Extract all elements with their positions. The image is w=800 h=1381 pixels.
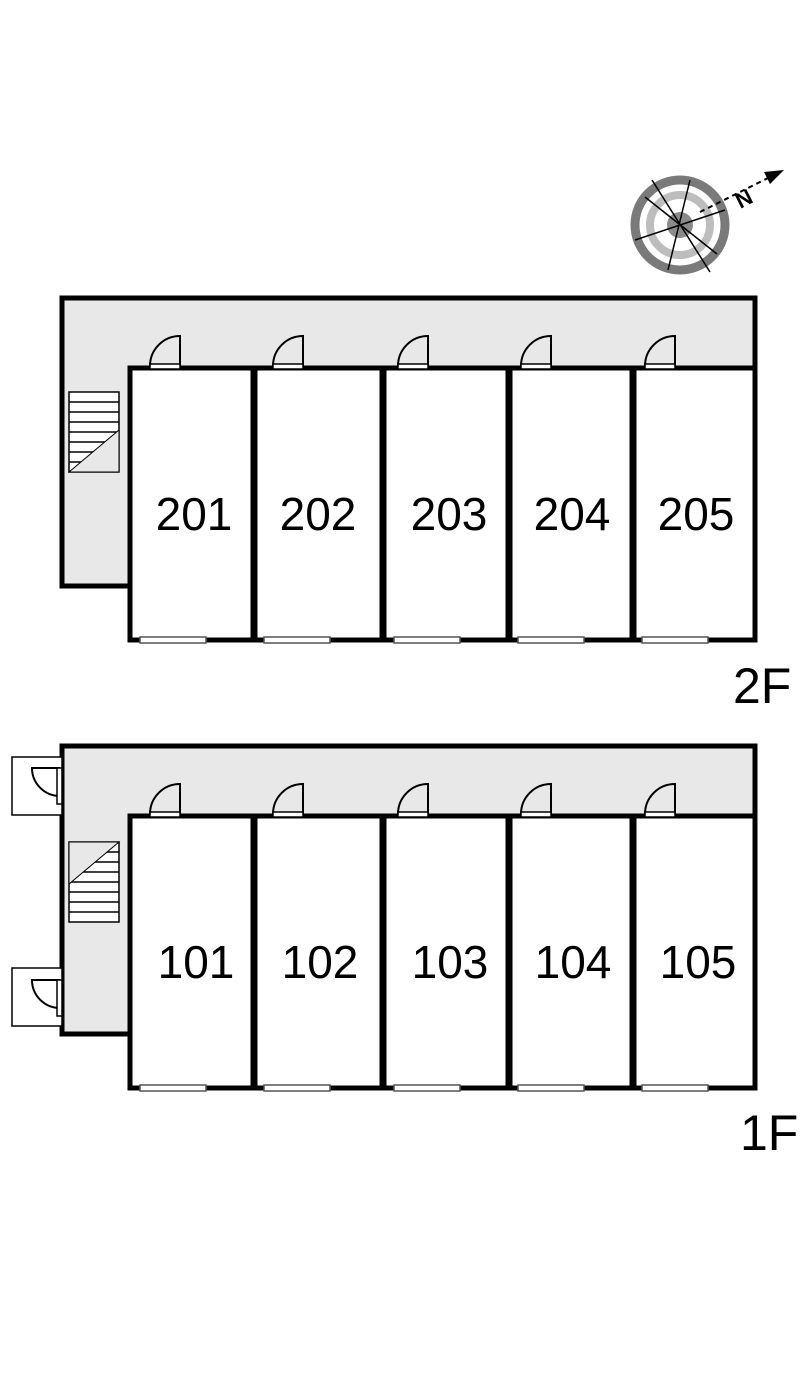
door-icon (272, 782, 304, 818)
unit-entry-doors-2f (149, 334, 676, 370)
unit-102: 102 (252, 813, 385, 1091)
unit-201: 201 (127, 365, 256, 643)
floor-1f-plan: 101 102 103 104 105 (11, 743, 798, 1161)
unit-105: 105 (631, 813, 758, 1091)
unit-entry-doors-1f (149, 782, 676, 818)
door-icon (520, 334, 552, 370)
unit-label: 202 (280, 488, 357, 540)
unit-label: 201 (156, 488, 233, 540)
stairs-1f (68, 841, 121, 923)
unit-label: 105 (660, 936, 737, 988)
floor-label-2f: 2F (733, 658, 791, 714)
unit-204: 204 (507, 365, 635, 643)
door-icon (272, 334, 304, 370)
unit-104: 104 (507, 813, 635, 1091)
compass-north-label: N (731, 184, 757, 213)
door-icon (397, 334, 429, 370)
unit-101: 101 (127, 813, 256, 1091)
unit-103: 103 (381, 813, 511, 1091)
unit-202: 202 (252, 365, 385, 643)
floor-label-1f: 1F (740, 1105, 798, 1161)
unit-label: 101 (158, 936, 235, 988)
side-entrance-door-bottom (11, 967, 63, 1027)
door-icon (149, 782, 181, 818)
unit-label: 203 (411, 488, 488, 540)
north-compass-icon: N (630, 170, 784, 275)
unit-label: 204 (534, 488, 611, 540)
unit-label: 104 (535, 936, 612, 988)
unit-205: 205 (631, 365, 758, 643)
stairs-2f (67, 391, 120, 473)
floor-2f-plan: 201 202 203 204 205 (59, 295, 791, 714)
unit-label: 205 (658, 488, 735, 540)
side-entrance-door-top (11, 756, 63, 816)
windows-1f (139, 1084, 709, 1092)
unit-label: 103 (412, 936, 489, 988)
door-icon (149, 334, 181, 370)
unit-label: 102 (282, 936, 359, 988)
door-icon (644, 782, 676, 818)
door-icon (644, 334, 676, 370)
door-icon (520, 782, 552, 818)
windows-2f (139, 636, 709, 644)
unit-203: 203 (381, 365, 511, 643)
door-icon (397, 782, 429, 818)
